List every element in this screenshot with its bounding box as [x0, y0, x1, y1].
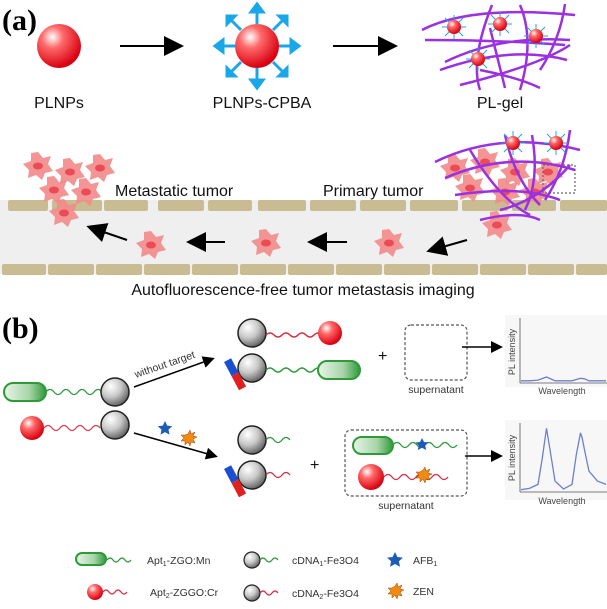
legend-item-afb1: AFB1 — [387, 552, 437, 568]
zen-burst-icon — [387, 582, 405, 600]
plnps-label: PLNPs — [34, 95, 84, 112]
pl-spectrum-plot-bottom: PL intensity Wavelength — [505, 420, 607, 506]
legend-label: ZEN — [413, 586, 434, 598]
panel-a-caption: Autofluorescence-free tumor metastasis i… — [131, 282, 474, 299]
result-without-target — [224, 318, 361, 391]
arrow-with-target — [133, 432, 218, 460]
x-axis-label: Wavelength — [538, 386, 585, 396]
plnp-nanoparticle — [37, 24, 81, 68]
spectrum-line — [521, 376, 606, 382]
supernatant-box-bottom — [344, 429, 468, 497]
pl-gel-network — [421, 3, 576, 91]
supernatant-probes — [352, 436, 458, 490]
probe-apt2-cdna2 — [20, 410, 130, 440]
supernatant-box-top — [404, 324, 468, 381]
legend-label: Apt1-ZGO:Mn — [147, 555, 211, 568]
y-axis-label: PL intensity — [507, 328, 517, 375]
legend-item-apt2: Apt2-ZGGO:Cr — [87, 584, 219, 600]
metastatic-tumor-label: Metastatic tumor — [115, 183, 234, 200]
afb1-star-icon — [157, 421, 173, 435]
supernatant-label-bottom: supernatant — [378, 500, 434, 512]
y-axis-label: PL intensity — [507, 434, 517, 481]
pl-spectrum-plot-top: PL intensity Wavelength — [505, 315, 607, 396]
legend: Apt1-ZGO:Mn Apt2-ZGGO:Cr cDNA1-Fe3O4 cDN… — [75, 551, 437, 602]
zen-burst-icon — [180, 429, 198, 447]
result-with-target — [224, 425, 291, 498]
panel-a-label: (a) — [2, 4, 37, 37]
legend-item-apt1: Apt1-ZGO:Mn — [75, 552, 211, 568]
spectrum-line — [520, 428, 607, 491]
plus-sign-bottom: + — [310, 457, 319, 474]
legend-item-cdna2: cDNA2-Fe3O4 — [243, 584, 359, 602]
legend-item-zen: ZEN — [387, 582, 434, 600]
afb1-star-icon — [387, 552, 403, 567]
plus-sign-top: + — [378, 348, 387, 365]
blood-vessel — [0, 200, 607, 275]
legend-label: cDNA1-Fe3O4 — [292, 555, 359, 568]
arrow-without-target — [133, 356, 215, 388]
magnet-icon — [224, 358, 247, 391]
primary-tumor-label: Primary tumor — [323, 183, 424, 200]
primary-tumor-with-gel — [434, 129, 581, 239]
plnp-cpba-nanoparticle — [212, 1, 302, 91]
probe-apt1-cdna1 — [3, 377, 130, 407]
legend-label: Apt2-ZGGO:Cr — [150, 587, 219, 600]
vessel-wall-bottom — [2, 264, 607, 275]
x-axis-label: Wavelength — [538, 496, 585, 506]
legend-label: AFB1 — [413, 555, 437, 568]
pl-gel-label: PL-gel — [477, 95, 523, 112]
panel-b-label: (b) — [2, 312, 39, 345]
supernatant-label-top: supernatant — [408, 384, 464, 396]
migration-arrows — [86, 223, 468, 256]
plnps-cpba-label: PLNPs-CPBA — [213, 95, 312, 112]
legend-item-cdna1: cDNA1-Fe3O4 — [243, 551, 359, 569]
magnet-icon — [224, 465, 247, 498]
legend-label: cDNA2-Fe3O4 — [292, 588, 359, 601]
